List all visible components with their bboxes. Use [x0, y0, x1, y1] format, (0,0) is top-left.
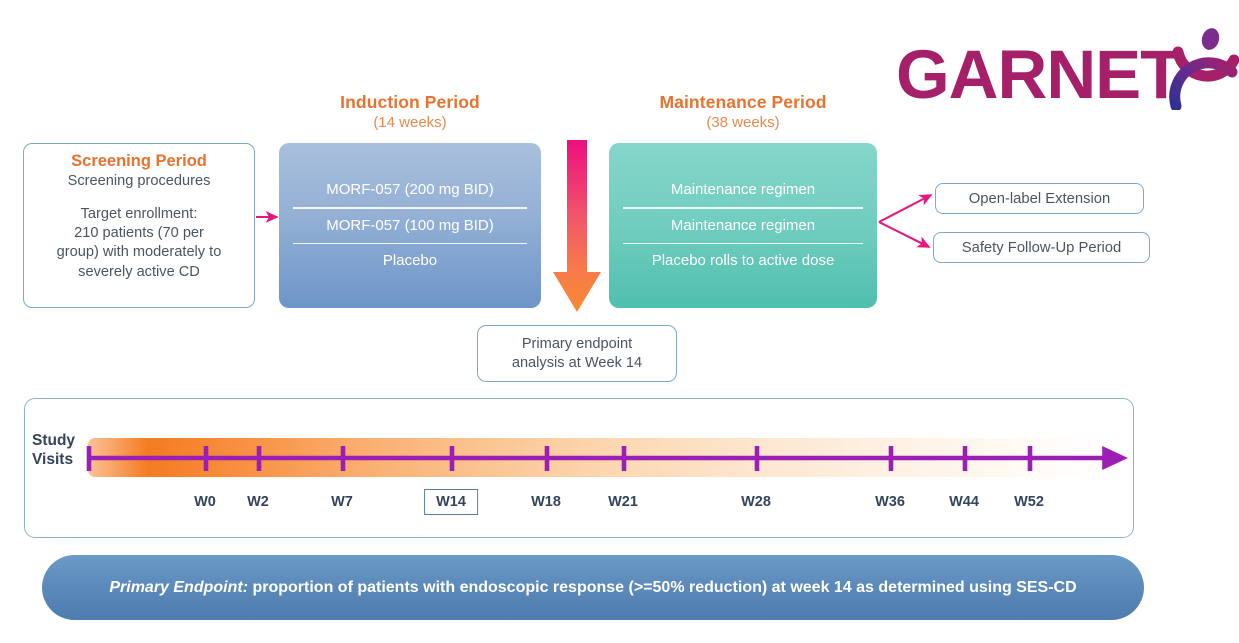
visit-label-w28: W28	[741, 494, 771, 510]
safety-followup-label: Safety Follow-Up Period	[961, 239, 1122, 256]
maintenance-to-safety-arrow	[878, 221, 931, 248]
maintenance-arm-2: Maintenance regimen	[670, 216, 816, 234]
visit-label-w2: W2	[247, 494, 269, 510]
open-label-extension-box: Open-label Extension	[935, 183, 1144, 214]
induction-arm-2: MORF-057 (100 mg BID)	[326, 216, 494, 234]
primary-endpoint-analysis-box: Primary endpoint analysis at Week 14	[477, 325, 677, 382]
induction-period-duration: (14 weeks)	[373, 113, 447, 131]
induction-period-title: Induction Period	[340, 92, 480, 112]
induction-period-header: Induction Period (14 weeks)	[279, 92, 541, 131]
induction-period-box: MORF-057 (200 mg BID) MORF-057 (100 mg B…	[279, 143, 541, 308]
primary-endpoint-banner: Primary Endpoint: proportion of patients…	[42, 555, 1144, 620]
visit-label-w36: W36	[875, 494, 905, 510]
garnet-figure-mark	[1169, 28, 1239, 110]
maintenance-arm-divider-2	[623, 242, 863, 244]
primary-endpoint-down-arrow-icon	[553, 140, 601, 312]
screening-period-box: Screening Period Screening procedures Ta…	[23, 143, 255, 308]
screening-procedures-text: Screening procedures	[67, 172, 211, 189]
maintenance-arm-divider-1	[623, 207, 863, 209]
maintenance-arm-3: Placebo rolls to active dose	[651, 251, 835, 269]
maintenance-period-header: Maintenance Period (38 weeks)	[609, 92, 877, 131]
induction-arm-divider-2	[293, 242, 527, 244]
screening-enrollment-count: 210 patients (70 per	[74, 225, 204, 242]
study-visits-label: Study Visits	[32, 432, 92, 470]
safety-followup-box: Safety Follow-Up Period	[933, 232, 1150, 263]
axis-ticks	[86, 446, 1033, 471]
study-visits-axis	[86, 446, 1128, 471]
visit-label-w0: W0	[194, 494, 216, 510]
screening-period-title: Screening Period	[71, 152, 207, 170]
maintenance-arm-1: Maintenance regimen	[670, 181, 816, 199]
visit-label-w21: W21	[608, 494, 638, 510]
study-visits-label-line1: Study	[32, 432, 76, 449]
maintenance-period-duration: (38 weeks)	[706, 113, 780, 131]
induction-arm-1: MORF-057 (200 mg BID)	[326, 181, 494, 199]
open-label-extension-label: Open-label Extension	[968, 190, 1111, 207]
garnet-logo: GARNET	[896, 24, 1239, 113]
screening-enrollment-criteria-1: group) with moderately to	[56, 244, 222, 261]
screening-enrollment-criteria-2: severely active CD	[78, 263, 200, 280]
maintenance-period-box: Maintenance regimen Maintenance regimen …	[609, 143, 877, 308]
visit-label-w52: W52	[1014, 494, 1044, 510]
primary-endpoint-lead: Primary Endpoint:	[109, 578, 249, 596]
induction-arm-3: Placebo	[382, 251, 438, 269]
maintenance-to-ole-arrow	[878, 194, 933, 223]
visit-label-w14: W14	[424, 489, 478, 515]
study-visits-label-line2: Visits	[32, 450, 74, 468]
induction-arm-divider-1	[293, 207, 527, 209]
maintenance-period-title: Maintenance Period	[659, 92, 827, 112]
visit-label-w7: W7	[331, 494, 353, 510]
endpoint-callout-line2: analysis at Week 14	[511, 354, 643, 371]
screening-enrollment-label: Target enrollment:	[80, 205, 198, 222]
primary-endpoint-text: proportion of patients with endoscopic r…	[248, 578, 1077, 596]
garnet-wordmark: GARNET	[896, 36, 1182, 113]
endpoint-callout-line1: Primary endpoint	[521, 335, 633, 352]
visit-label-w18: W18	[531, 494, 561, 510]
visit-label-w44: W44	[949, 494, 979, 510]
